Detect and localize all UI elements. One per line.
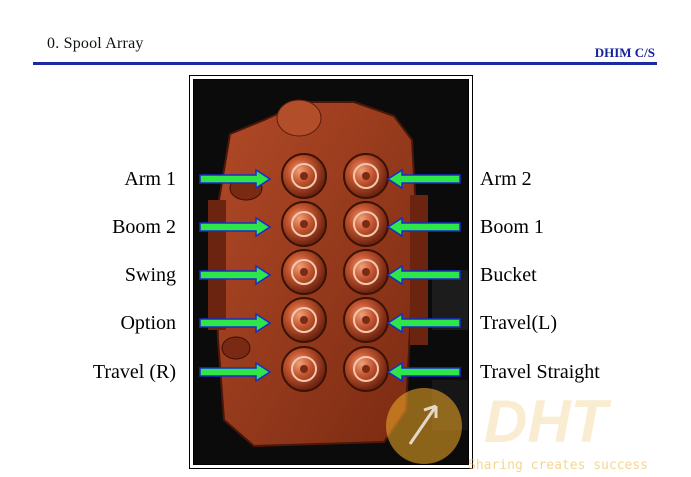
watermark-logo-text: DHT	[484, 388, 612, 455]
spool-cap	[281, 297, 327, 343]
dht-logo: DHT	[386, 388, 612, 464]
title-rule	[33, 62, 657, 65]
spool-label-left: Swing	[124, 264, 176, 286]
spool-label-left: Boom 2	[112, 216, 176, 238]
spool-label-right: Travel Straight	[480, 361, 600, 383]
spool-cap	[343, 201, 389, 247]
spool-cap	[343, 249, 389, 295]
watermark-tagline: Sharing creates success	[468, 458, 649, 473]
spool-label-left: Travel (R)	[92, 361, 176, 383]
spool-label-right: Travel(L)	[480, 312, 558, 334]
spool-label-right: Bucket	[480, 264, 537, 286]
slide-title: 0. Spool Array	[47, 35, 144, 52]
spool-cap	[281, 346, 327, 392]
spool-cap	[343, 346, 389, 392]
brand-label: DHIM C/S	[594, 45, 655, 60]
spool-label-right: Arm 2	[480, 168, 532, 190]
spool-label-left: Option	[120, 312, 176, 334]
spool-cap	[281, 249, 327, 295]
spool-cap	[343, 297, 389, 343]
spool-cap	[281, 153, 327, 199]
spool-cap	[281, 201, 327, 247]
spool-cap	[343, 153, 389, 199]
spool-label-right: Boom 1	[480, 216, 544, 238]
spool-label-left: Arm 1	[124, 168, 176, 190]
watermark-arrow-icon	[408, 404, 438, 445]
